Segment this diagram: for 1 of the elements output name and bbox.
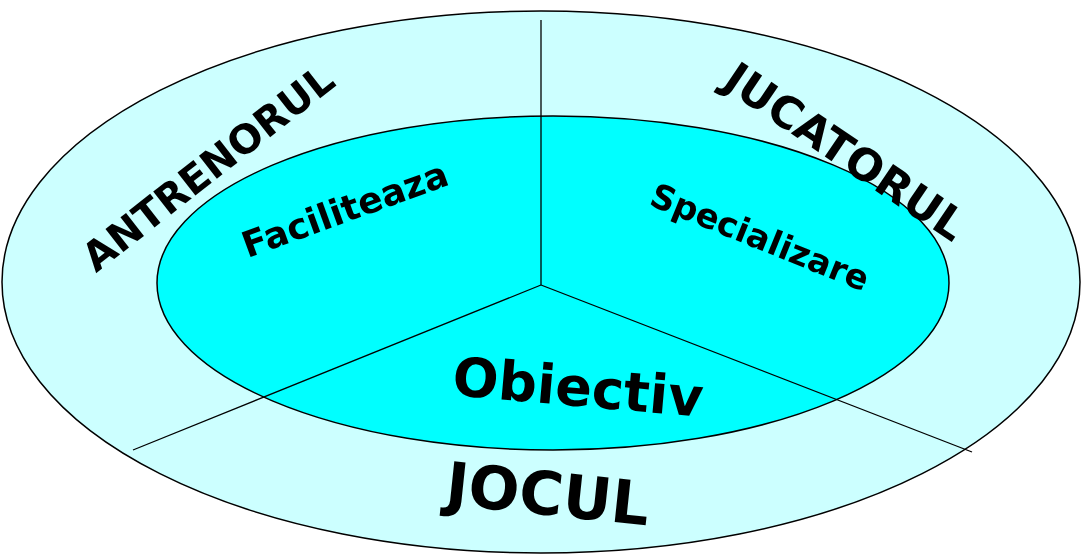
sector-label: Obiectiv [450,350,706,426]
